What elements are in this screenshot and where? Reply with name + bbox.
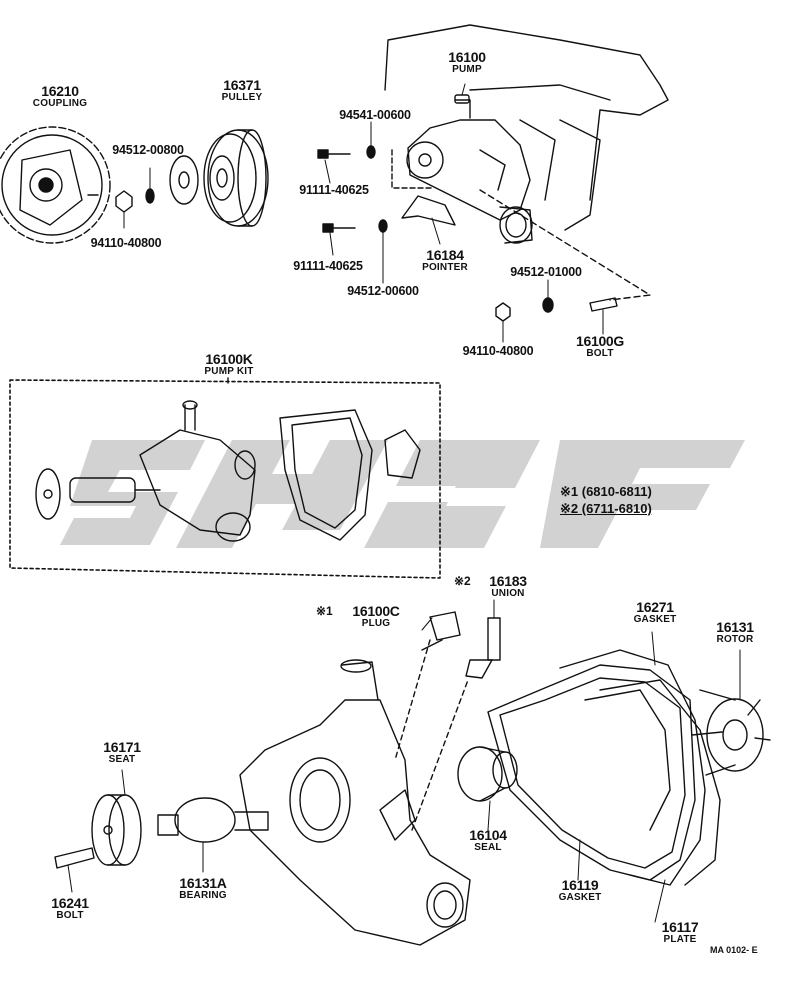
pulley-drawing [203,129,269,227]
part-number: 16210 [41,83,79,99]
part-name: PLUG [361,618,391,629]
part-number: 16183 [489,573,527,589]
washer-94512-00800-drawing [145,188,155,204]
part-number: 16241 [51,895,89,911]
fastener-label: 94512-01000 [510,265,582,279]
part-label-gasket-16119: 16119 GASKET [559,878,602,903]
part-number: 16100G [575,333,625,349]
spacer-drawing [169,155,199,205]
bolt-16241-drawing [54,847,95,869]
part-number: 16119 [561,877,599,893]
part-number: 16131A [179,875,227,891]
pump-kit-box [9,377,441,579]
part-label-coupling: 16210 COUPLING [33,84,87,109]
part-number: 16131 [716,619,754,635]
part-number: 16271 [636,599,674,615]
part-label-gasket-16271: 16271 GASKET [634,600,677,625]
engine-block-outline [384,24,669,231]
part-name: PULLEY [221,92,263,103]
plate-drawing [599,679,721,886]
bearing-drawing [157,797,269,843]
leader-lines [67,83,741,923]
part-number: 16184 [426,247,464,263]
bolt-91111-40625-lower-drawing [322,223,356,233]
bolt-91111-40625-upper-drawing [317,149,351,159]
part-label-bearing: 16131A BEARING [179,876,227,901]
part-name: POINTER [422,262,468,273]
part-label-rotor: 16131 ROTOR [716,619,754,645]
union-drawing [465,617,501,679]
diagram-code: MA 0102- E [710,945,758,955]
fastener-label: 94110-40800 [462,344,534,358]
washer-94512-01000-drawing [542,297,554,313]
nut-94110-40800-drawing [115,190,133,213]
coupling-drawing [0,126,111,244]
part-name: GASKET [633,614,677,625]
part-name: PUMP [452,64,482,75]
pump-body-drawing [239,659,471,946]
part-name: UNION [491,588,525,599]
part-label-bolt-16100g: 16100G BOLT [576,334,624,359]
part-number: 16100C [352,603,400,619]
part-label-pump-kit: 16100K PUMP KIT [204,352,253,377]
gasket-16119-drawing [487,664,696,881]
part-name: PUMP KIT [204,366,254,377]
plug-marker: ※1 [316,604,333,618]
part-name: COUPLING [32,98,88,109]
pump-kit-contents-drawing [35,400,421,542]
part-number: 16171 [103,739,141,755]
fastener-label: 94541-00600 [339,108,411,122]
part-name: BOLT [56,910,84,921]
pointer-drawing [401,195,456,226]
gasket-16271-drawing [559,649,706,886]
watermark-logo [60,440,745,548]
washer-94512-00600-drawing [378,219,388,233]
rotor-drawing [691,689,771,776]
part-name: BEARING [179,890,227,901]
part-label-pulley: 16371 PULLEY [222,78,263,103]
union-marker: ※2 [454,574,471,588]
note-2: ※2 (6711-6810) [560,501,652,516]
fastener-label: 91111-40625 [293,259,363,273]
part-label-seat: 16171 SEAT [103,739,141,765]
part-label-pointer: 16184 POINTER [422,248,468,273]
part-name: SEAT [108,754,136,765]
part-number: 16100 [448,49,486,65]
part-label-union: 16183 UNION [489,573,527,599]
part-label-plate: 16117 PLATE [662,920,699,945]
part-number: 16117 [661,919,699,935]
washer-94541-00600-drawing [366,145,376,159]
part-number: 16104 [469,827,507,843]
part-number: 16371 [223,77,261,93]
fastener-label: 91111-40625 [299,183,369,197]
part-name: PLATE [663,934,697,945]
note-1: ※1 (6810-6811) [560,484,652,499]
plug-drawing [421,611,461,651]
fastener-label: 94512-00800 [112,143,184,157]
part-name: BOLT [586,348,614,359]
part-label-pump: 16100 PUMP [448,49,486,75]
part-label-seal: 16104 SEAL [469,827,507,853]
pump-assembly-drawing [391,94,651,301]
fastener-label: 94110-40800 [90,236,162,250]
stud-16100g-drawing [589,297,618,312]
part-name: SEAL [474,842,502,853]
seal-drawing [457,746,518,802]
part-name: ROTOR [716,634,754,645]
part-number: 16100K [205,351,253,367]
nut-94110-40800-lower-drawing [495,302,511,322]
part-name: GASKET [558,892,602,903]
seat-drawing [91,794,142,866]
fastener-label: 94512-00600 [347,284,419,298]
part-label-plug: 16100C PLUG [352,603,400,629]
part-label-bolt-16241: 16241 BOLT [51,895,89,921]
